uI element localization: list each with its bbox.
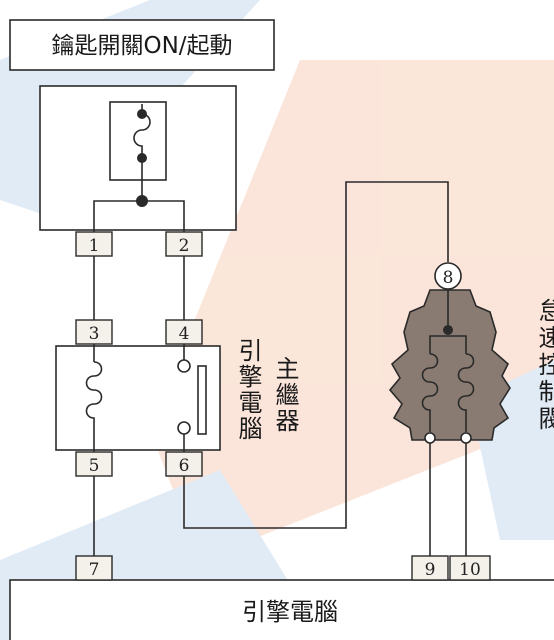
valve-coil-right-icon <box>457 353 475 432</box>
pin-7: 7 <box>75 555 113 581</box>
valve-junction <box>443 325 453 335</box>
pin-9-label: 9 <box>425 560 436 580</box>
pin-3-label: 3 <box>89 324 100 344</box>
fuse-box <box>39 85 237 232</box>
pin-6-label: 6 <box>179 456 190 476</box>
pin-7-label: 7 <box>89 560 100 580</box>
key-switch-box: 鑰匙開關ON/起動 <box>9 19 275 71</box>
pin-8-label: 8 <box>443 268 454 288</box>
pin-10-label: 10 <box>459 560 481 580</box>
relay-contact-top <box>177 359 191 373</box>
ecu-label: 引擎電腦 <box>242 598 338 626</box>
pin-1: 1 <box>75 231 113 257</box>
pin-4: 4 <box>165 319 203 345</box>
relay-coil-icon <box>85 361 103 452</box>
valve-body <box>388 289 511 441</box>
relay-contact-bottom <box>177 421 191 435</box>
pin-2-label: 2 <box>179 236 190 256</box>
fuse-icon <box>133 104 151 158</box>
wire-relay-to-valve <box>183 181 449 529</box>
main-relay-box <box>55 344 221 452</box>
ecu-box: 引擎電腦 <box>9 579 554 640</box>
pin-10: 10 <box>449 555 491 581</box>
idle-valve-label: 怠速控制閥 <box>534 298 554 433</box>
relay-label-main-relay: 主繼器 <box>271 356 299 434</box>
pin-2: 2 <box>165 231 203 257</box>
pin-1-label: 1 <box>89 236 100 256</box>
valve-coil-left-icon <box>421 353 439 432</box>
pin-8: 8 <box>434 262 462 290</box>
idle-control-valve <box>388 288 511 556</box>
relay-label-ecu: 引擎電腦 <box>234 338 262 442</box>
pin-5: 5 <box>75 451 113 477</box>
pin-6: 6 <box>165 451 203 477</box>
valve-terminal-right <box>460 432 472 444</box>
pin-9: 9 <box>411 555 449 581</box>
key-switch-label: 鑰匙開關ON/起動 <box>51 33 232 59</box>
pin-5-label: 5 <box>89 456 100 476</box>
pin-3: 3 <box>75 319 113 345</box>
pin-4-label: 4 <box>179 324 190 344</box>
valve-terminal-left <box>424 432 436 444</box>
relay-switch-bar <box>197 365 207 435</box>
fuse-node-top <box>137 109 147 119</box>
